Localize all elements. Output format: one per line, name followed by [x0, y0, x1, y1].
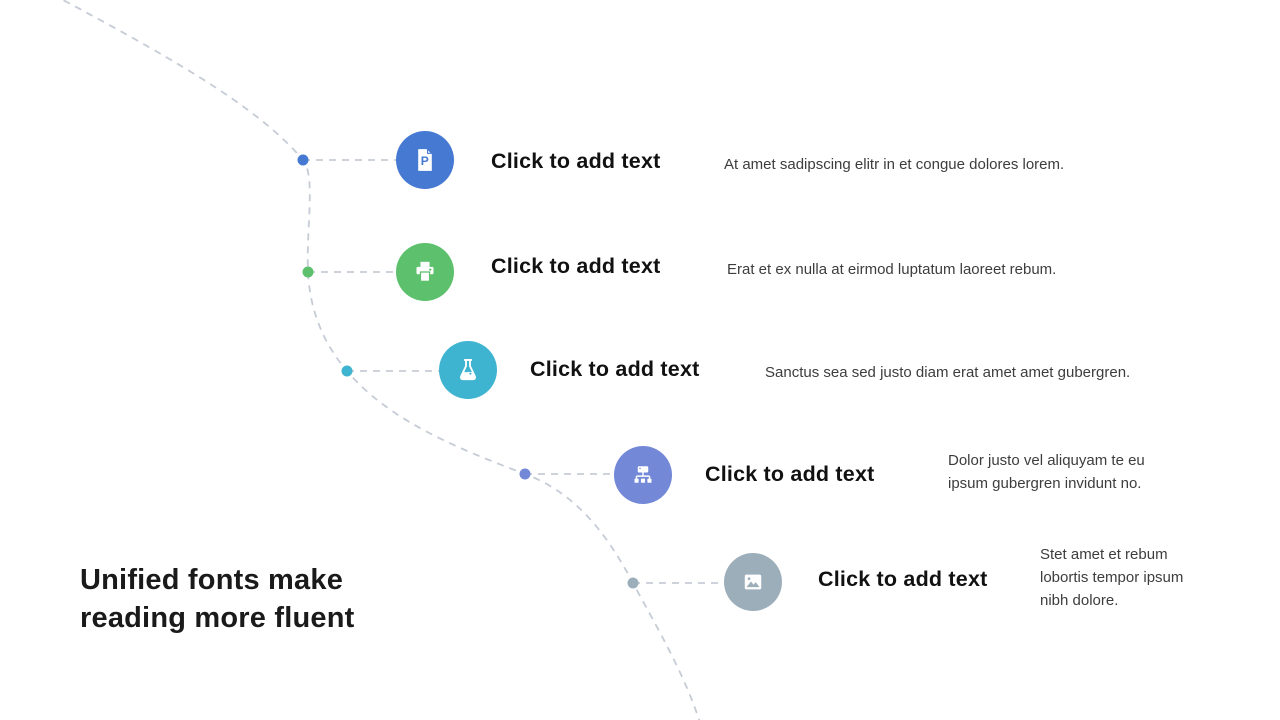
item-description[interactable]: Stet amet et rebum lobortis tempor ipsum…	[1040, 546, 1184, 609]
node-dot	[519, 468, 531, 480]
node-dot	[341, 365, 353, 377]
image-icon	[744, 574, 762, 590]
placeholder-label[interactable]: Click to add text	[530, 357, 700, 381]
placeholder-label[interactable]: Click to add text	[705, 462, 875, 486]
flask-icon	[459, 359, 477, 381]
placeholder-label[interactable]: Click to add text	[491, 254, 661, 278]
document-p-icon: P	[418, 147, 434, 171]
org-chart-icon	[634, 466, 652, 483]
item-description[interactable]: Sanctus sea sed justo diam erat amet ame…	[765, 364, 1131, 381]
node-dot	[297, 154, 309, 166]
item-icon-badge[interactable]	[439, 341, 497, 399]
placeholder-label[interactable]: Click to add text	[818, 567, 988, 591]
node-dot	[627, 577, 639, 589]
item-description[interactable]: At amet sadipscing elitr in et congue do…	[724, 156, 1065, 173]
slide-title[interactable]: Unified fonts make reading more fluent	[80, 564, 355, 634]
item-icon-badge[interactable]	[396, 243, 454, 301]
item-icon-badge[interactable]	[724, 553, 782, 611]
placeholder-label[interactable]: Click to add text	[491, 149, 661, 173]
item-icon-badge[interactable]	[614, 446, 672, 504]
node-dot	[302, 266, 314, 278]
item-icon-badge[interactable]: P	[396, 131, 454, 189]
item-description[interactable]: Erat et ex nulla at eirmod luptatum laor…	[727, 261, 1057, 278]
printer-icon	[416, 261, 434, 282]
item-description[interactable]: Dolor justo vel aliquyam te eu ipsum gub…	[948, 452, 1145, 492]
svg-text:P: P	[421, 154, 429, 168]
